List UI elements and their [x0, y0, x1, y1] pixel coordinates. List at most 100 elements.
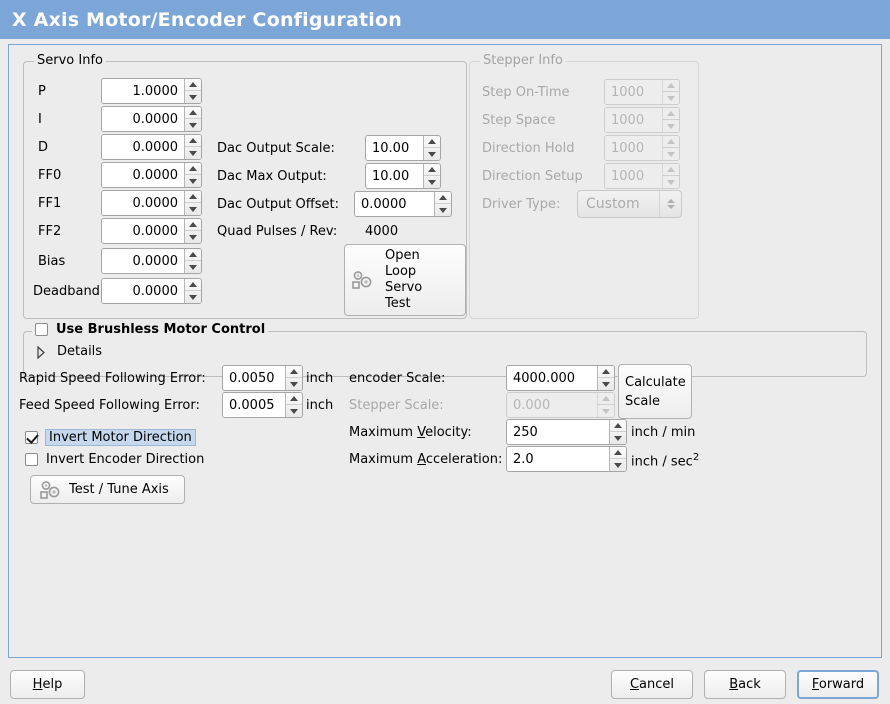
spin-down-icon[interactable]	[598, 378, 614, 390]
servo-bias-value[interactable]: 0.0000	[102, 249, 184, 273]
spin-down-icon[interactable]	[610, 432, 626, 444]
invert-motor-direction-checkbox[interactable]	[25, 431, 38, 444]
spin-up-icon[interactable]	[598, 393, 614, 405]
chevron-updown-icon[interactable]	[659, 191, 681, 217]
feed-error-stepper[interactable]	[285, 393, 302, 417]
servo-i-spinbox[interactable]: 0.0000	[101, 106, 202, 132]
dac-max-output-spinbox[interactable]: 10.00	[365, 163, 441, 189]
servo-ff1-value[interactable]: 0.0000	[102, 191, 184, 215]
servo-ff0-stepper[interactable]	[184, 163, 201, 187]
servo-deadband-stepper[interactable]	[184, 279, 201, 303]
servo-ff0-value[interactable]: 0.0000	[102, 163, 184, 187]
spin-up-icon[interactable]	[663, 108, 679, 120]
direction-hold-value[interactable]: 1000	[605, 136, 662, 160]
stepper-scale-value[interactable]: 0.000	[507, 393, 597, 417]
spin-down-icon[interactable]	[598, 405, 614, 417]
spin-up-icon[interactable]	[185, 135, 201, 147]
spin-up-icon[interactable]	[435, 192, 451, 204]
spin-down-icon[interactable]	[424, 148, 440, 160]
rapid-speed-following-error-spinbox[interactable]: 0.0050	[222, 365, 303, 391]
cancel-button[interactable]: Cancel	[611, 670, 693, 699]
maximum-velocity-stepper[interactable]	[609, 420, 626, 444]
spin-up-icon[interactable]	[185, 163, 201, 175]
spin-down-icon[interactable]	[185, 91, 201, 103]
spin-up-icon[interactable]	[663, 80, 679, 92]
calculate-scale-button[interactable]: Calculate Scale	[618, 364, 692, 419]
servo-deadband-spinbox[interactable]: 0.0000	[101, 278, 202, 304]
stepper-scale-spinbox[interactable]: 0.000	[506, 392, 615, 418]
forward-button[interactable]: Forward	[797, 670, 879, 699]
encoder-scale-value[interactable]: 4000.000	[507, 366, 597, 390]
servo-p-stepper[interactable]	[184, 79, 201, 103]
spin-down-icon[interactable]	[435, 204, 451, 216]
servo-deadband-value[interactable]: 0.0000	[102, 279, 184, 303]
back-button[interactable]: Back	[704, 670, 786, 699]
spin-down-icon[interactable]	[663, 148, 679, 160]
servo-p-value[interactable]: 1.0000	[102, 79, 184, 103]
invert-encoder-direction-row[interactable]: Invert Encoder Direction	[25, 452, 204, 467]
servo-bias-stepper[interactable]	[184, 249, 201, 273]
servo-i-value[interactable]: 0.0000	[102, 107, 184, 131]
spin-up-icon[interactable]	[185, 249, 201, 261]
servo-ff2-spinbox[interactable]: 0.0000	[101, 218, 202, 244]
maximum-acceleration-spinbox[interactable]: 2.0	[506, 446, 627, 472]
servo-i-stepper[interactable]	[184, 107, 201, 131]
use-brushless-motor-control-checkbox[interactable]	[35, 323, 48, 336]
details-expander[interactable]: Details	[36, 344, 102, 359]
spin-down-icon[interactable]	[185, 231, 201, 243]
servo-d-spinbox[interactable]: 0.0000	[101, 134, 202, 160]
spin-down-icon[interactable]	[185, 203, 201, 215]
stepper-scale-stepper[interactable]	[597, 393, 614, 417]
test-tune-axis-button[interactable]: Test / Tune Axis	[30, 475, 185, 504]
direction-setup-stepper[interactable]	[662, 164, 679, 188]
dac-max-output-stepper[interactable]	[423, 164, 440, 188]
spin-up-icon[interactable]	[185, 219, 201, 231]
direction-hold-spinbox[interactable]: 1000	[604, 135, 680, 161]
spin-down-icon[interactable]	[286, 405, 302, 417]
direction-setup-spinbox[interactable]: 1000	[604, 163, 680, 189]
spin-up-icon[interactable]	[286, 366, 302, 378]
feed-speed-following-error-value[interactable]: 0.0005	[223, 393, 285, 417]
servo-ff1-stepper[interactable]	[184, 191, 201, 215]
spin-down-icon[interactable]	[185, 291, 201, 303]
spin-up-icon[interactable]	[610, 420, 626, 432]
servo-ff2-value[interactable]: 0.0000	[102, 219, 184, 243]
spin-up-icon[interactable]	[286, 393, 302, 405]
spin-down-icon[interactable]	[663, 120, 679, 132]
spin-down-icon[interactable]	[185, 261, 201, 273]
maximum-acceleration-value[interactable]: 2.0	[507, 447, 609, 471]
spin-down-icon[interactable]	[610, 459, 626, 471]
dac-output-scale-spinbox[interactable]: 10.00	[365, 135, 441, 161]
invert-encoder-direction-checkbox[interactable]	[25, 453, 38, 466]
open-loop-servo-test-button[interactable]: Open Loop Servo Test	[344, 244, 466, 316]
encoder-scale-spinbox[interactable]: 4000.000	[506, 365, 615, 391]
dac-output-offset-value[interactable]: 0.0000	[355, 192, 434, 216]
direction-setup-value[interactable]: 1000	[605, 164, 662, 188]
dac-output-scale-value[interactable]: 10.00	[366, 136, 423, 160]
spin-up-icon[interactable]	[424, 136, 440, 148]
servo-ff2-stepper[interactable]	[184, 219, 201, 243]
spin-down-icon[interactable]	[424, 176, 440, 188]
spin-down-icon[interactable]	[185, 147, 201, 159]
step-space-stepper[interactable]	[662, 108, 679, 132]
spin-down-icon[interactable]	[185, 175, 201, 187]
spin-up-icon[interactable]	[185, 79, 201, 91]
invert-motor-direction-row[interactable]: Invert Motor Direction	[25, 429, 196, 446]
spin-up-icon[interactable]	[610, 447, 626, 459]
spin-down-icon[interactable]	[185, 119, 201, 131]
feed-speed-following-error-spinbox[interactable]: 0.0005	[222, 392, 303, 418]
spin-up-icon[interactable]	[598, 366, 614, 378]
servo-d-stepper[interactable]	[184, 135, 201, 159]
spin-down-icon[interactable]	[663, 176, 679, 188]
maximum-velocity-value[interactable]: 250	[507, 420, 609, 444]
spin-down-icon[interactable]	[663, 92, 679, 104]
spin-up-icon[interactable]	[663, 136, 679, 148]
direction-hold-stepper[interactable]	[662, 136, 679, 160]
spin-up-icon[interactable]	[185, 107, 201, 119]
spin-up-icon[interactable]	[185, 279, 201, 291]
step-space-spinbox[interactable]: 1000	[604, 107, 680, 133]
servo-ff0-spinbox[interactable]: 0.0000	[101, 162, 202, 188]
dac-max-output-value[interactable]: 10.00	[366, 164, 423, 188]
rapid-error-stepper[interactable]	[285, 366, 302, 390]
step-on-time-value[interactable]: 1000	[605, 80, 662, 104]
